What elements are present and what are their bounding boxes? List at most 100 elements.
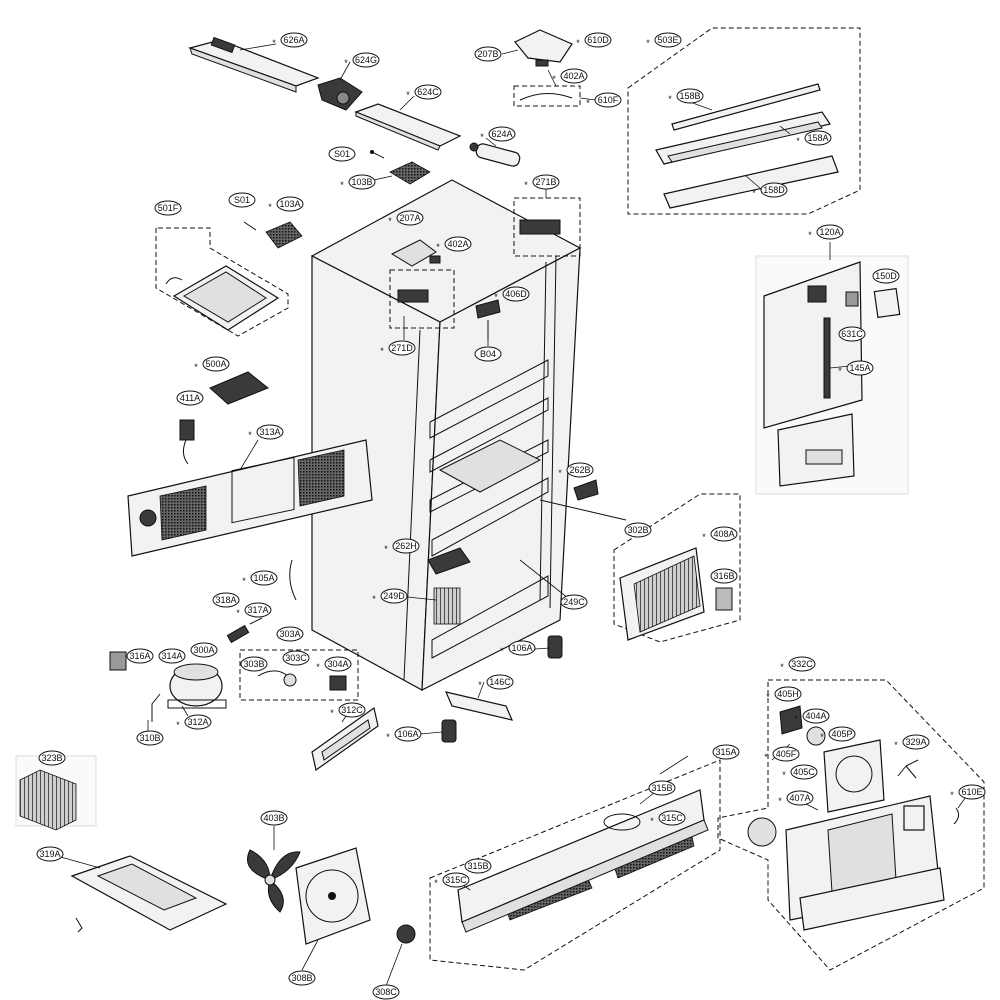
callout-329a: 329A* [894,734,930,750]
callout-315b-a: 315B [648,780,676,796]
callout-label-text: 406D [505,289,527,299]
callout-158a: 158A* [796,130,832,146]
asterisk-marker: * [380,346,384,356]
asterisk-marker: * [820,732,824,742]
asterisk-marker: * [386,732,390,742]
part-308B-shroud [295,847,371,945]
callout-label-text: 411A [180,393,200,403]
asterisk-marker: * [236,608,240,618]
callout-319a: 319A [36,846,64,862]
callout-158b: 158B* [668,88,704,104]
callout-s01-a: S01 [328,146,356,162]
asterisk-marker: * [436,242,440,252]
callout-label-text: 308C [375,987,397,997]
asterisk-marker: * [268,202,272,212]
callout-403b: 403B [260,810,288,826]
callout-label-text: 158B [679,91,700,101]
asterisk-marker: * [272,38,276,48]
cabinet-body [310,179,627,692]
callout-label-text: 624A [491,129,512,139]
callout-150d: 150D [872,268,900,284]
callout-207b: 207B [474,46,502,62]
callout-label-text: 503E [657,35,678,45]
callout-label-text: 302B [627,525,648,535]
callout-label-text: 150D [875,271,897,281]
callout-label-text: B04 [480,349,496,359]
callout-label-text: 626A [283,35,304,45]
callout-207a: 207A* [388,210,424,226]
callout-145a: 145A * [838,360,874,376]
callout-408a: 408A* [702,526,738,542]
callout-label-text: 249D [383,591,405,601]
callout-label-text: 405F [776,749,797,759]
part-S01-screw-left [243,221,257,231]
callout-304a: 304A* [316,656,352,672]
callout-label-text: 404A [805,711,826,721]
callout-label-text: 329A [905,737,926,747]
callout-label-text: 105A [253,573,274,583]
callout-label-text: 312C [341,705,363,715]
callout-label-text: 405P [831,729,852,739]
callout-label-text: 610E [961,787,982,797]
region-501F [155,227,289,337]
part-626A-shelf-rail [187,36,320,93]
region-302B [613,493,741,643]
asterisk-marker: * [558,468,562,478]
callout-500a: 500A* [194,356,230,372]
part-312C-bracket [311,706,379,772]
asterisk-marker: * [646,38,650,48]
callout-label-text: 501F [158,203,179,213]
callout-103b: 103B* [340,174,376,190]
callout-405h: 405H* [766,686,802,702]
callout-label-text: 315B [651,783,672,793]
callout-624a: 624A * [480,126,516,142]
callout-label-text: 303A [279,629,300,639]
callout-303c: 303C [282,650,310,666]
asterisk-marker: * [384,544,388,554]
asterisk-marker: * [388,216,392,226]
part-103A-vent [265,221,303,249]
asterisk-marker: * [434,878,438,888]
asterisk-marker: * [480,132,484,142]
part-106A-feet [441,635,563,743]
callout-label-text: 145A [849,363,870,373]
callout-label-text: 158A [807,133,828,143]
callout-label-text: 314A [161,651,182,661]
callout-label-text: 624C [417,87,439,97]
callout-label-text: 402A [447,239,468,249]
callout-label-text: S01 [334,149,350,159]
callout-label-text: 315B [467,861,488,871]
region-332C [717,679,985,971]
callout-626a: 626A * [272,32,308,48]
callout-label-text: 262B [569,465,590,475]
callout-label-text: 319A [39,849,60,859]
callout-302b: 302B [624,522,652,538]
asterisk-marker: * [524,180,528,190]
asterisk-marker: * [752,188,756,198]
asterisk-marker: * [552,74,556,84]
part-120A-panel [755,255,909,495]
callout-b04: B04 [474,346,502,362]
callout-105a: 105A* [242,570,278,586]
callout-label-text: 249C [563,597,585,607]
callout-312c: 312C* [330,702,366,718]
callout-312a: 312A* [176,714,212,730]
asterisk-marker: * [780,662,784,672]
asterisk-marker: * [838,366,842,376]
callout-label-text: 313A [259,427,280,437]
part-624G-damper [317,77,363,111]
part-207B-bracket [514,29,573,67]
asterisk-marker: * [176,720,180,730]
callout-label-text: 610F [598,95,619,105]
callout-406d: 406D* [494,286,530,302]
callout-249d: 249D* [372,588,408,604]
callout-316b: 316B [710,568,738,584]
callout-624c: 624C* [406,84,442,100]
part-S01-screw-top [370,150,385,159]
asterisk-marker: * [782,770,786,780]
callout-label-text: 303C [285,653,307,663]
callout-label-text: 207B [477,49,498,59]
asterisk-marker: * [344,58,348,68]
